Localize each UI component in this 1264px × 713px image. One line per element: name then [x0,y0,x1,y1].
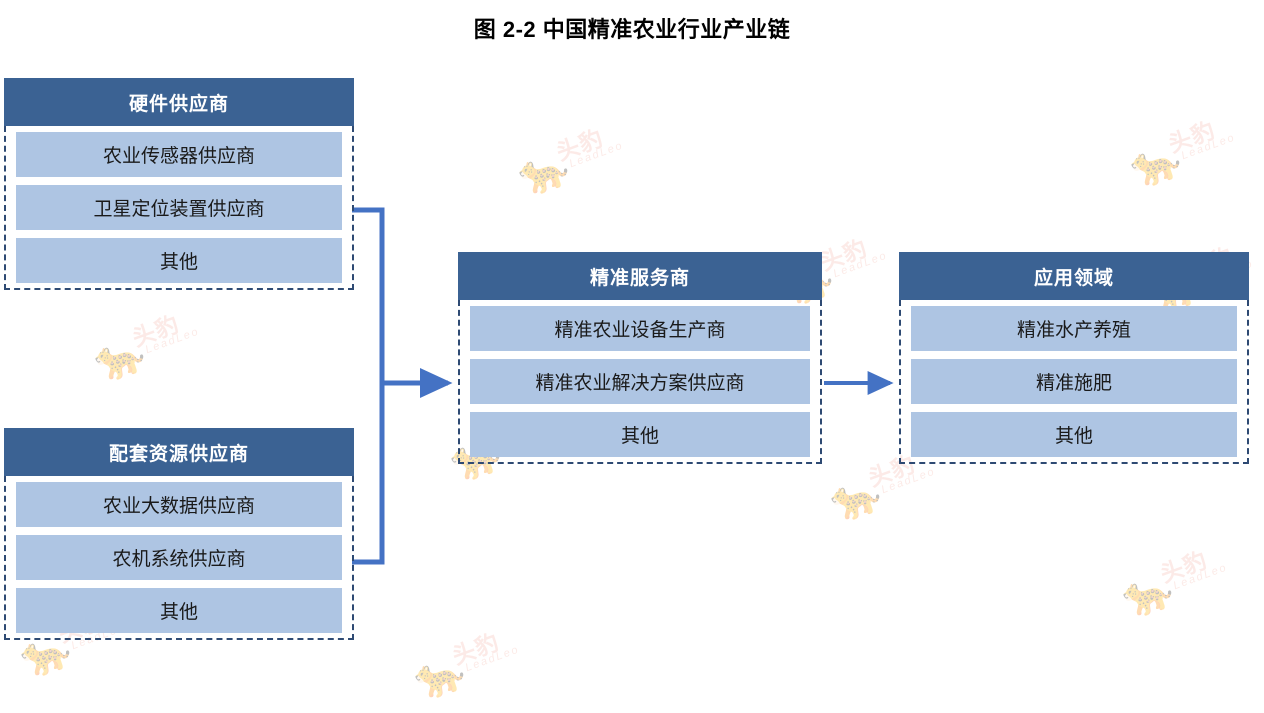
watermark-logo: 🐆 头豹 LeadLeo [1113,529,1248,630]
list-item[interactable]: 精准农业解决方案供应商 [470,359,810,404]
watermark-cn: 头豹 [128,310,183,352]
watermark-cn: 头豹 [552,124,607,166]
group-service-body: 精准农业设备生产商 精准农业解决方案供应商 其他 [458,300,822,464]
watermark-logo: 🐆 头豹 LeadLeo [405,611,540,712]
leopard-icon: 🐆 [824,468,887,528]
list-item[interactable]: 其他 [911,412,1237,457]
watermark-cn: 头豹 [1164,116,1219,158]
list-item[interactable]: 农机系统供应商 [16,535,342,580]
group-support-body: 农业大数据供应商 农机系统供应商 其他 [4,476,354,640]
watermark-en: LeadLeo [1171,561,1230,593]
watermark-en: LeadLeo [879,465,938,497]
watermark-logo: 🐆 头豹 LeadLeo [1121,99,1256,200]
list-item[interactable]: 其他 [16,238,342,283]
group-hardware-body: 农业传感器供应商 卫星定位装置供应商 其他 [4,126,354,290]
group-application-header: 应用领域 [899,252,1249,300]
list-item[interactable]: 精准农业设备生产商 [470,306,810,351]
leopard-icon: 🐆 [1124,134,1187,194]
list-item[interactable]: 农业传感器供应商 [16,132,342,177]
diagram-canvas: 🐆 头豹 LeadLeo 🐆 头豹 LeadLeo 🐆 头豹 LeadLeo 🐆… [4,17,1256,705]
list-item[interactable]: 农业大数据供应商 [16,482,342,527]
watermark-en: LeadLeo [831,249,890,281]
watermark-en: LeadLeo [143,325,202,357]
list-item[interactable]: 精准水产养殖 [911,306,1237,351]
watermark-en: LeadLeo [567,139,626,171]
leopard-icon: 🐆 [512,142,575,202]
leopard-icon: 🐆 [88,328,151,388]
watermark-logo: 🐆 头豹 LeadLeo [85,293,220,394]
watermark-cn: 头豹 [816,234,871,276]
group-application-body: 精准水产养殖 精准施肥 其他 [899,300,1249,464]
watermark-en: LeadLeo [463,643,522,675]
list-item[interactable]: 其他 [470,412,810,457]
watermark-logo: 🐆 头豹 LeadLeo [509,107,644,208]
list-item[interactable]: 精准施肥 [911,359,1237,404]
group-support-header: 配套资源供应商 [4,428,354,476]
list-item[interactable]: 其他 [16,588,342,633]
watermark-cn: 头豹 [448,628,503,670]
watermark-cn: 头豹 [1156,546,1211,588]
group-hardware-header: 硬件供应商 [4,78,354,126]
group-service-header: 精准服务商 [458,252,822,300]
connector-bracket-left [352,207,385,565]
leopard-icon: 🐆 [1116,564,1179,624]
leopard-icon: 🐆 [408,646,471,706]
watermark-en: LeadLeo [1179,131,1238,163]
list-item[interactable]: 卫星定位装置供应商 [16,185,342,230]
page-title: 图 2-2 中国精准农业行业产业链 [473,17,791,42]
